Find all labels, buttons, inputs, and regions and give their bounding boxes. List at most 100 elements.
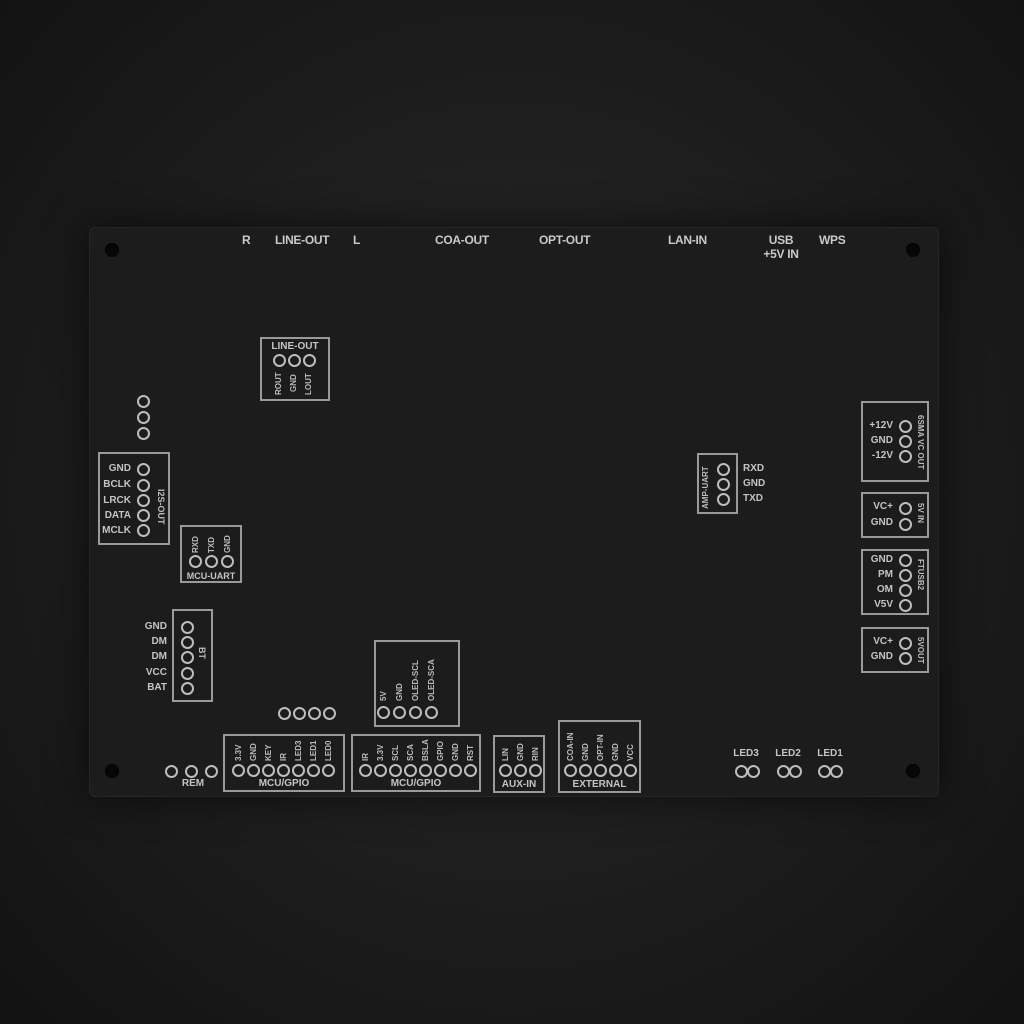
pin-i2c-gnd[interactable] (449, 764, 462, 777)
loose-pin[interactable] (278, 707, 291, 720)
loose-pin[interactable] (308, 707, 321, 720)
led2-label: LED2 (775, 748, 801, 759)
pin-5vin-vc[interactable] (899, 502, 912, 515)
pin-i2c-3v3[interactable] (374, 764, 387, 777)
pin-ext-gnd[interactable] (579, 764, 592, 777)
loose-pin[interactable] (293, 707, 306, 720)
led3-pin[interactable] (747, 765, 760, 778)
pin-usb-om[interactable] (899, 584, 912, 597)
pin-oled-5v[interactable] (377, 706, 390, 719)
pin-amp-rxd[interactable] (717, 463, 730, 476)
rem-title: REM (181, 778, 205, 789)
bt-header (172, 609, 213, 702)
led1-pin[interactable] (830, 765, 843, 778)
mounting-hole-bottom-right (906, 764, 920, 778)
led1-label: LED1 (817, 748, 843, 759)
edge-label-r: R (242, 233, 251, 247)
pin-bt-vcc[interactable] (181, 667, 194, 680)
pin-rout[interactable] (273, 354, 286, 367)
pin-bt-bat[interactable] (181, 682, 194, 695)
pin-oled-sda[interactable] (425, 706, 438, 719)
pin-aux-gnd[interactable] (514, 764, 527, 777)
pin-amp-txd[interactable] (717, 493, 730, 506)
mcu-gpio-header (223, 734, 345, 792)
pin-oled-gnd[interactable] (393, 706, 406, 719)
pin-gpio-ir[interactable] (277, 764, 290, 777)
pin-mcu-txd[interactable] (205, 555, 218, 568)
pin-ext-gnd2[interactable] (609, 764, 622, 777)
mounting-hole-top-right (906, 243, 920, 257)
pin-mcu-gnd[interactable] (221, 555, 234, 568)
pin-gpio-led1[interactable] (307, 764, 320, 777)
line-out-header (260, 337, 330, 401)
pin-i2c-gpio[interactable] (434, 764, 447, 777)
pin-vc-gnd[interactable] (899, 435, 912, 448)
pin-rem[interactable] (165, 765, 178, 778)
mcu-i2c-header (351, 734, 481, 792)
pin-i2s-lrck[interactable] (137, 494, 150, 507)
pin-ext-vcc[interactable] (624, 764, 637, 777)
pin-5vin-gnd[interactable] (899, 518, 912, 531)
pin-bt-dm[interactable] (181, 636, 194, 649)
external-header (558, 720, 641, 793)
pin-i2s-data[interactable] (137, 509, 150, 522)
line-out-header-title: LINE-OUT (271, 341, 319, 352)
pin-gpio-led3[interactable] (292, 764, 305, 777)
pin-bt-dp[interactable] (181, 651, 194, 664)
pin-aux-rin[interactable] (529, 764, 542, 777)
i2s-out-title: I2S-OUT (156, 489, 166, 525)
edge-label-l: L (353, 233, 361, 247)
pin-gpio-key[interactable] (262, 764, 275, 777)
mounting-hole-top-left (105, 243, 119, 257)
pin-i2s-gnd[interactable] (137, 463, 150, 476)
i2s-out-header (98, 452, 170, 545)
pin-i2c-sca[interactable] (404, 764, 417, 777)
edge-label-line-out: LINE-OUT (275, 233, 330, 247)
pin-aux-lin[interactable] (499, 764, 512, 777)
pcb-board: R LINE-OUT L COA-OUT OPT-OUT LAN-IN USB … (89, 227, 939, 797)
amp-uart-header (697, 453, 738, 514)
pin-i2s-bclk[interactable] (137, 479, 150, 492)
pin-gpio-led0[interactable] (322, 764, 335, 777)
pin-lout[interactable] (303, 354, 316, 367)
pin-mcu-rxd[interactable] (189, 555, 202, 568)
pin-rem[interactable] (205, 765, 218, 778)
pin-usb-pm[interactable] (899, 569, 912, 582)
edge-label-wps: WPS (819, 233, 846, 247)
usb-header (861, 549, 929, 615)
edge-label-lan-in: LAN-IN (668, 233, 707, 247)
pin-usb-gnd[interactable] (899, 554, 912, 567)
loose-pin[interactable] (323, 707, 336, 720)
pin-5vout-vc[interactable] (899, 637, 912, 650)
pin-usb-v5v[interactable] (899, 599, 912, 612)
loose-pin[interactable] (137, 395, 150, 408)
pin-rem[interactable] (185, 765, 198, 778)
five-v-in-header (861, 492, 929, 538)
mounting-hole-bottom-left (105, 764, 119, 778)
pin-i2c-bsla[interactable] (419, 764, 432, 777)
pin-5vout-gnd[interactable] (899, 652, 912, 665)
pin-ext-coa-in[interactable] (564, 764, 577, 777)
pin-vc-plus12[interactable] (899, 420, 912, 433)
led2-pin[interactable] (789, 765, 802, 778)
pin-vc-minus12[interactable] (899, 450, 912, 463)
edge-label-opt-out: OPT-OUT (539, 233, 591, 247)
mcu-uart-header (180, 525, 242, 583)
pin-i2s-mclk[interactable] (137, 524, 150, 537)
pin-gpio-3v3[interactable] (232, 764, 245, 777)
pin-ext-opt-in[interactable] (594, 764, 607, 777)
pin-i2c-rst[interactable] (464, 764, 477, 777)
pin-gpio-gnd[interactable] (247, 764, 260, 777)
pin-i2c-scl[interactable] (389, 764, 402, 777)
pin-oled-scl[interactable] (409, 706, 422, 719)
five-v-out-header (861, 627, 929, 673)
loose-pin[interactable] (137, 411, 150, 424)
edge-label-usb: USB +5V IN (763, 233, 799, 261)
pin-gnd[interactable] (288, 354, 301, 367)
oled-i2c-header (374, 640, 460, 727)
vc-out-header (861, 401, 929, 482)
loose-pin[interactable] (137, 427, 150, 440)
pin-amp-gnd[interactable] (717, 478, 730, 491)
pin-bt-gnd[interactable] (181, 621, 194, 634)
pin-i2c-ir[interactable] (359, 764, 372, 777)
